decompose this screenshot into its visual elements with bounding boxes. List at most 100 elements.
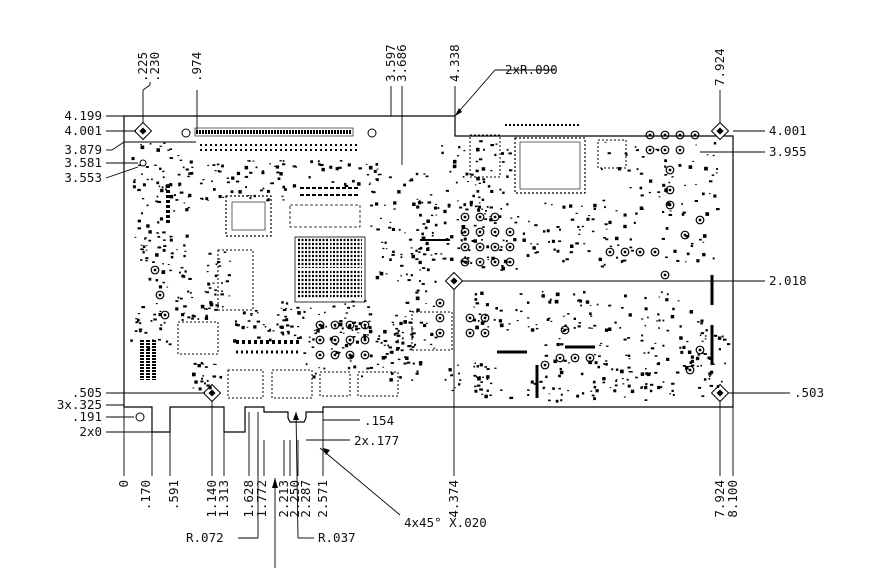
pad <box>165 340 169 343</box>
via-center <box>438 331 442 335</box>
pad <box>641 386 644 388</box>
pad <box>191 317 194 320</box>
dimension-label: 4.001 <box>64 123 102 138</box>
pad <box>526 301 530 304</box>
pad <box>566 328 569 330</box>
pad <box>615 368 619 371</box>
pad <box>551 239 555 243</box>
pad <box>614 384 618 387</box>
edge-connector <box>194 127 360 151</box>
pad <box>441 145 443 147</box>
pad <box>503 259 508 264</box>
pad <box>395 340 399 343</box>
pad <box>589 312 592 315</box>
pad <box>644 296 647 300</box>
pad <box>247 195 250 197</box>
pad <box>556 226 560 228</box>
pad <box>159 327 163 331</box>
dimension-label: 4.199 <box>64 108 102 123</box>
pad <box>545 375 548 379</box>
via-ring <box>315 335 325 345</box>
pad <box>425 175 429 178</box>
pad <box>426 268 430 272</box>
pad <box>244 175 249 178</box>
pad <box>609 220 612 222</box>
pad <box>636 168 639 171</box>
pad <box>417 201 422 205</box>
pad <box>621 378 624 380</box>
pad <box>535 327 539 330</box>
pad <box>671 176 674 178</box>
pad <box>522 232 525 235</box>
component-pads <box>130 140 731 403</box>
pad <box>335 351 339 354</box>
pad <box>513 238 517 242</box>
pad <box>405 356 409 360</box>
pad <box>486 375 490 379</box>
pad <box>256 320 261 323</box>
pad <box>526 254 530 257</box>
pad <box>679 336 683 340</box>
pad <box>595 389 599 393</box>
pad <box>434 223 438 227</box>
pad <box>562 315 565 317</box>
pad <box>510 396 514 399</box>
pad <box>569 251 573 254</box>
pad <box>382 247 385 250</box>
pad <box>473 365 476 368</box>
via-ring <box>360 335 370 345</box>
via-center <box>438 301 442 305</box>
pad <box>696 259 700 263</box>
pad <box>430 214 434 217</box>
via-ring <box>475 242 485 252</box>
pad <box>457 155 460 157</box>
pad <box>173 210 176 212</box>
pad <box>393 333 397 336</box>
pad <box>432 305 435 307</box>
via-center <box>363 338 367 342</box>
pad <box>431 258 436 261</box>
pad <box>425 303 427 304</box>
pad <box>556 342 560 347</box>
pad <box>601 168 603 171</box>
pad <box>249 171 253 174</box>
via-center <box>623 250 627 254</box>
via-ring <box>465 313 475 323</box>
pad <box>399 376 402 379</box>
pad <box>644 307 648 311</box>
pad <box>573 326 576 329</box>
pad <box>183 202 186 204</box>
pad <box>699 334 702 337</box>
pad <box>661 237 665 240</box>
pad <box>520 310 523 313</box>
pad <box>600 265 604 268</box>
left-dimensions: 4.199 4.001 3.879 3.581 3.553 .505 3x.32… <box>57 108 102 439</box>
pad <box>423 323 427 328</box>
pad <box>591 327 593 329</box>
pad <box>713 334 718 337</box>
dimension-label: 3.553 <box>64 170 102 185</box>
pad <box>437 207 440 209</box>
pad <box>481 198 485 201</box>
pad <box>477 208 480 210</box>
pad <box>690 364 695 367</box>
pad <box>169 183 173 187</box>
pad <box>267 198 270 201</box>
pad <box>575 212 578 214</box>
pad <box>179 271 181 274</box>
pad <box>230 190 234 194</box>
pad <box>221 290 223 292</box>
via-center <box>573 356 577 360</box>
pad <box>138 164 141 167</box>
pad <box>316 329 319 331</box>
pad <box>146 204 149 207</box>
pad <box>368 184 371 185</box>
pad <box>390 362 394 364</box>
pad <box>501 266 505 271</box>
pad <box>282 160 285 162</box>
pad <box>617 244 620 246</box>
pad <box>451 389 454 392</box>
pad <box>297 311 301 315</box>
pad <box>697 321 700 323</box>
pad <box>510 217 513 219</box>
